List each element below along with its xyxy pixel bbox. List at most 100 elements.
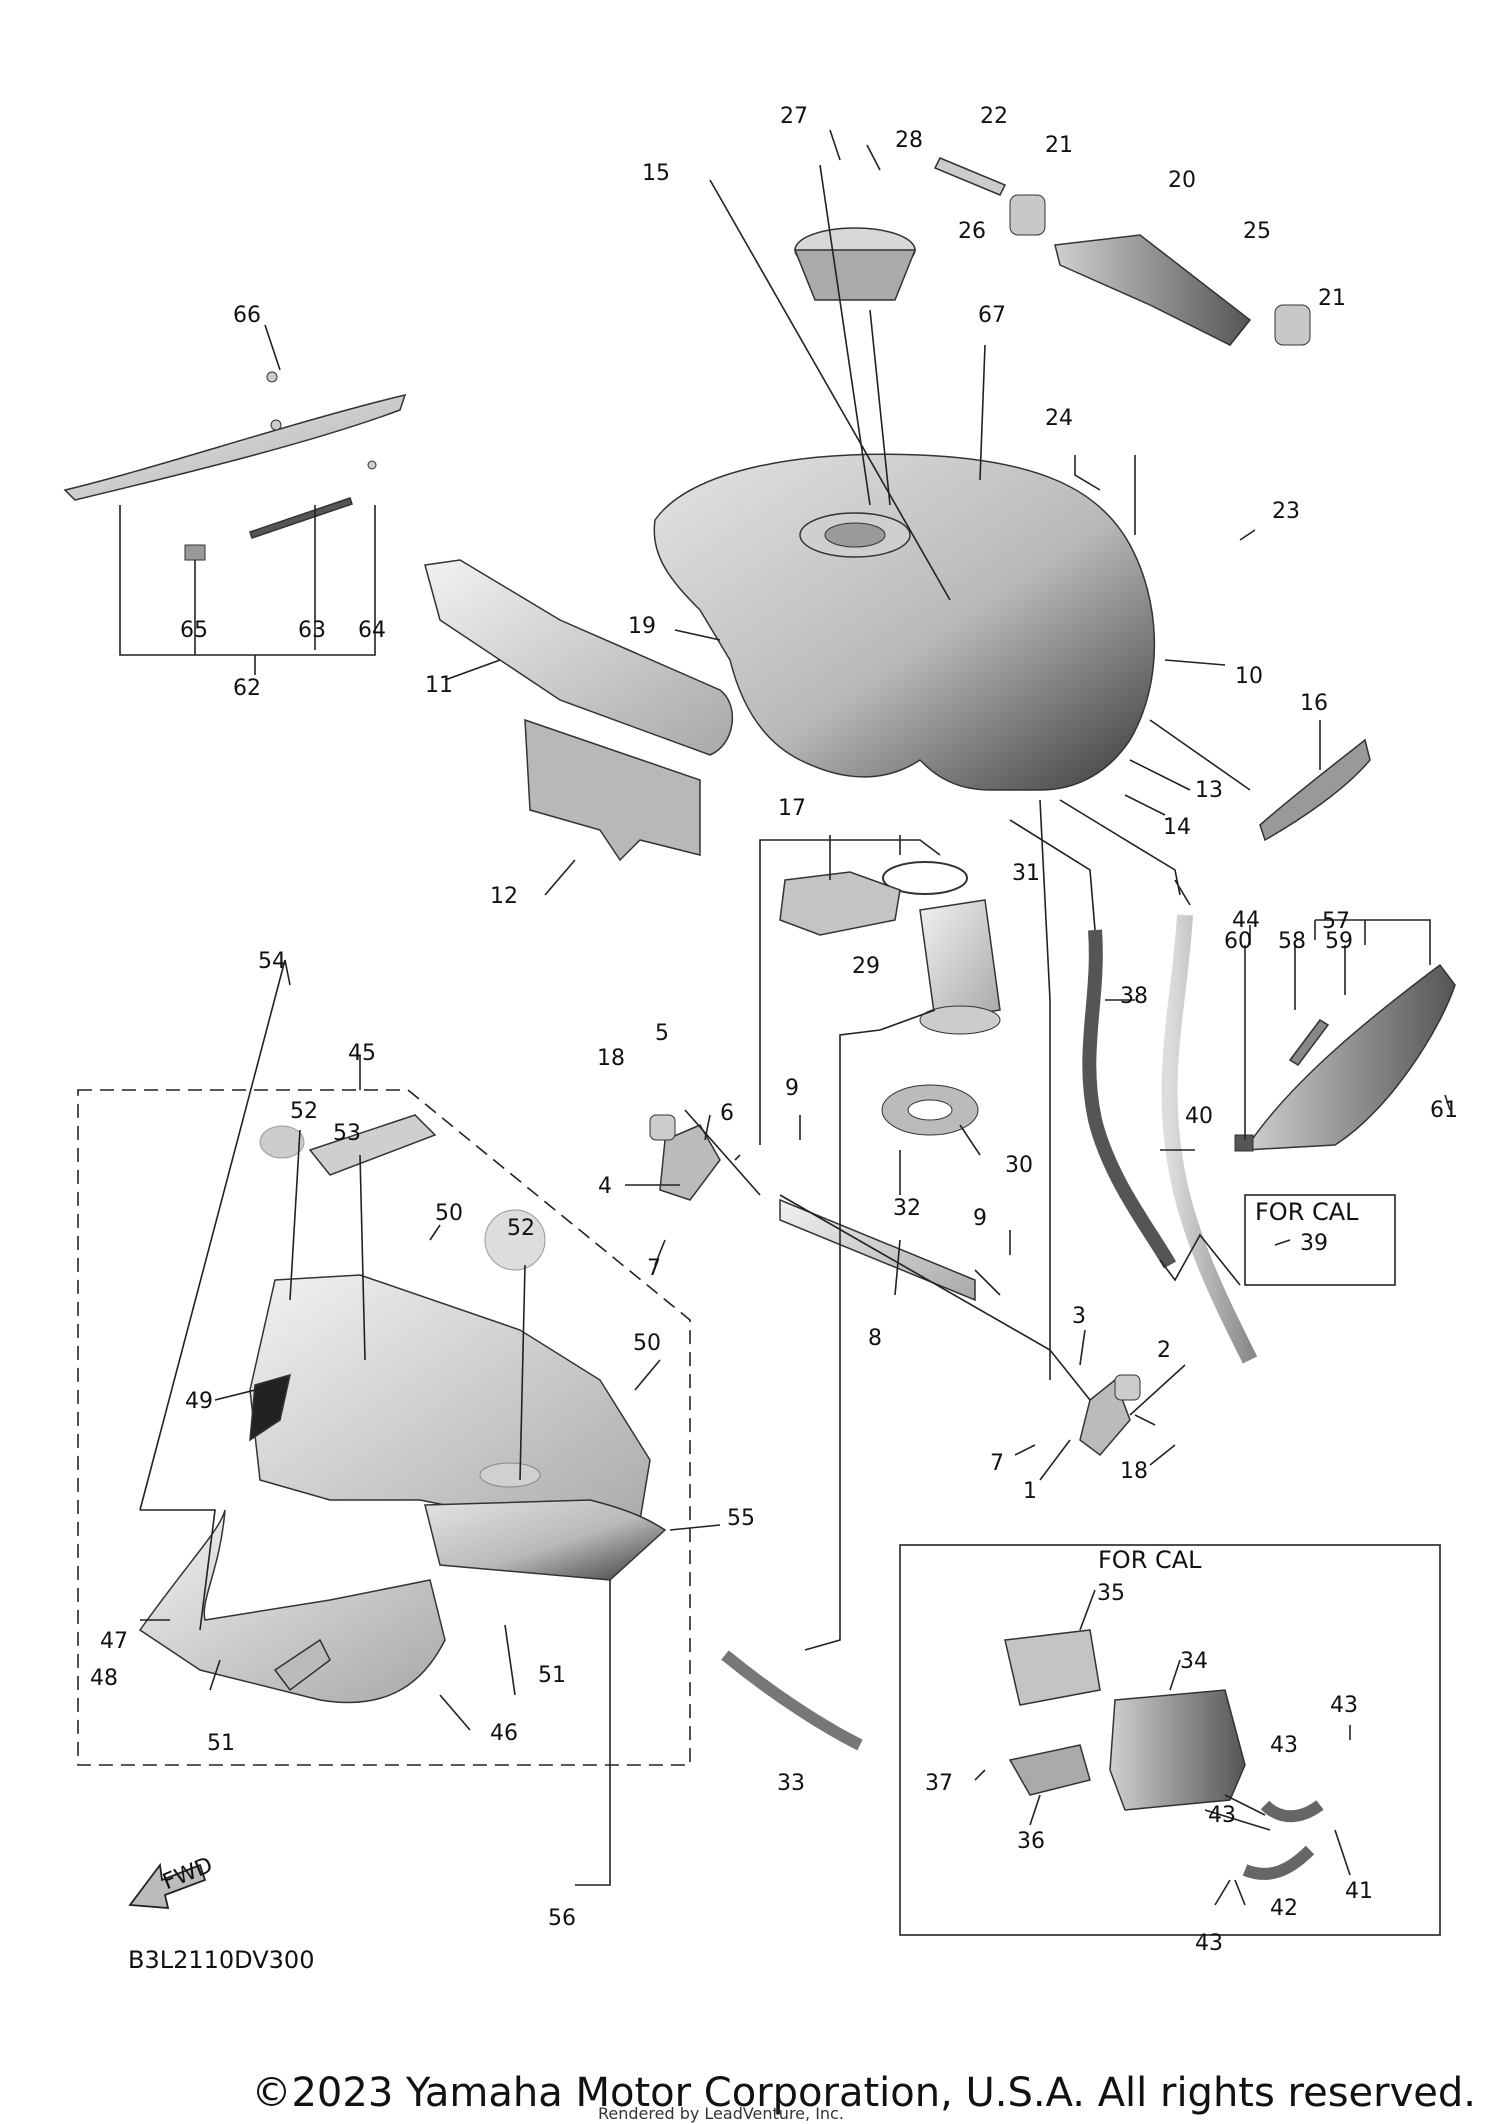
label-51a: 51	[207, 1731, 235, 1756]
label-47: 47	[100, 1629, 128, 1654]
label-33: 33	[777, 1771, 805, 1796]
label-66: 66	[233, 303, 261, 328]
label-25: 25	[1243, 219, 1271, 244]
label-43d: 43	[1195, 1931, 1223, 1956]
label-6: 6	[720, 1101, 734, 1126]
label-13: 13	[1195, 778, 1223, 803]
for-cal-box-top	[1244, 1194, 1396, 1286]
tank-cover-assembly-45	[138, 1114, 667, 1704]
label-1: 1	[1023, 1479, 1037, 1504]
label-28: 28	[895, 128, 923, 153]
label-19: 19	[628, 614, 656, 639]
label-7a: 7	[647, 1256, 661, 1281]
tank-rail-8	[649, 1114, 1141, 1457]
label-22: 22	[980, 104, 1008, 129]
label-38: 38	[1120, 984, 1148, 1009]
label-64: 64	[358, 618, 386, 643]
label-10: 10	[1235, 664, 1263, 689]
label-43a: 43	[1330, 1693, 1358, 1718]
label-32: 32	[893, 1196, 921, 1221]
label-51b: 51	[538, 1663, 566, 1688]
label-36: 36	[1017, 1829, 1045, 1854]
label-5: 5	[655, 1021, 669, 1046]
label-18a: 18	[597, 1046, 625, 1071]
label-16: 16	[1300, 691, 1328, 716]
for-cal-label-top: FOR CAL	[1255, 1198, 1359, 1226]
for-cal-label-bottom: FOR CAL	[1098, 1546, 1202, 1574]
drain-tube-33	[721, 1650, 863, 1751]
label-31: 31	[1012, 861, 1040, 886]
label-62: 62	[233, 676, 261, 701]
label-21b: 21	[1318, 286, 1346, 311]
fwd-arrow-icon: FWD	[128, 1853, 216, 1909]
seat-cover-62	[63, 371, 407, 561]
label-58: 58	[1278, 929, 1306, 954]
label-8: 8	[868, 1326, 882, 1351]
label-39: 39	[1300, 1231, 1328, 1256]
bracket-20	[933, 157, 1311, 346]
side-cover-16	[1259, 738, 1371, 842]
label-52a: 52	[290, 1099, 318, 1124]
label-24: 24	[1045, 406, 1073, 431]
label-20: 20	[1168, 168, 1196, 193]
label-23: 23	[1272, 499, 1300, 524]
label-48: 48	[90, 1666, 118, 1691]
label-61: 61	[1430, 1098, 1458, 1123]
label-37: 37	[925, 1771, 953, 1796]
side-panel-57	[1234, 963, 1456, 1152]
label-7b: 7	[990, 1451, 1004, 1476]
label-3: 3	[1072, 1304, 1086, 1329]
label-18b: 18	[1120, 1459, 1148, 1484]
copyright-notice: ©2023 Yamaha Motor Corporation, U.S.A. A…	[251, 2070, 1476, 2116]
fuel-cap-26	[793, 227, 917, 301]
label-17: 17	[778, 796, 806, 821]
tank-side-cover-11	[424, 559, 734, 756]
label-26: 26	[958, 219, 986, 244]
hoses-38-40	[1082, 914, 1258, 1364]
label-57: 57	[1322, 909, 1350, 934]
label-41: 41	[1345, 1879, 1373, 1904]
label-30: 30	[1005, 1153, 1033, 1178]
label-15: 15	[642, 161, 670, 186]
label-63: 63	[298, 618, 326, 643]
pad-17	[779, 871, 901, 936]
label-46: 46	[490, 1721, 518, 1746]
diagram-code: B3L2110DV300	[128, 1946, 314, 1974]
for-cal-box-bottom	[899, 1544, 1441, 1936]
label-14: 14	[1163, 815, 1191, 840]
label-50a: 50	[435, 1201, 463, 1226]
label-4: 4	[598, 1174, 612, 1199]
label-43c: 43	[1208, 1803, 1236, 1828]
label-60: 60	[1224, 929, 1252, 954]
fuel-tank	[653, 453, 1156, 791]
label-34: 34	[1180, 1649, 1208, 1674]
label-56: 56	[548, 1906, 576, 1931]
label-67: 67	[978, 303, 1006, 328]
assembly-45-frame	[77, 1089, 691, 1766]
fuel-pump-29	[881, 861, 1001, 1136]
canister-34	[1004, 1629, 1324, 1880]
label-12: 12	[490, 884, 518, 909]
tank-inner-panel-12	[524, 718, 701, 862]
part-labels: 1 2 3 4 5 6 7 7 8 9 9 10 11 12 13 14 15 …	[90, 104, 1458, 1956]
label-52b: 52	[507, 1216, 535, 1241]
label-11: 11	[425, 673, 453, 698]
label-53: 53	[333, 1121, 361, 1146]
label-43b: 43	[1270, 1733, 1298, 1758]
label-54: 54	[258, 949, 286, 974]
label-35: 35	[1097, 1581, 1125, 1606]
fwd-text: FWD	[159, 1853, 216, 1895]
label-44: 44	[1232, 908, 1260, 933]
label-21a: 21	[1045, 133, 1073, 158]
label-42: 42	[1270, 1896, 1298, 1921]
label-55: 55	[727, 1506, 755, 1531]
rendered-by-notice: Rendered by LeadVenture, Inc.	[598, 2104, 844, 2123]
label-40: 40	[1185, 1104, 1213, 1129]
label-59: 59	[1325, 929, 1353, 954]
label-50b: 50	[633, 1331, 661, 1356]
label-9a: 9	[785, 1076, 799, 1101]
label-9b: 9	[973, 1206, 987, 1231]
label-49: 49	[185, 1389, 213, 1414]
label-29: 29	[852, 954, 880, 979]
